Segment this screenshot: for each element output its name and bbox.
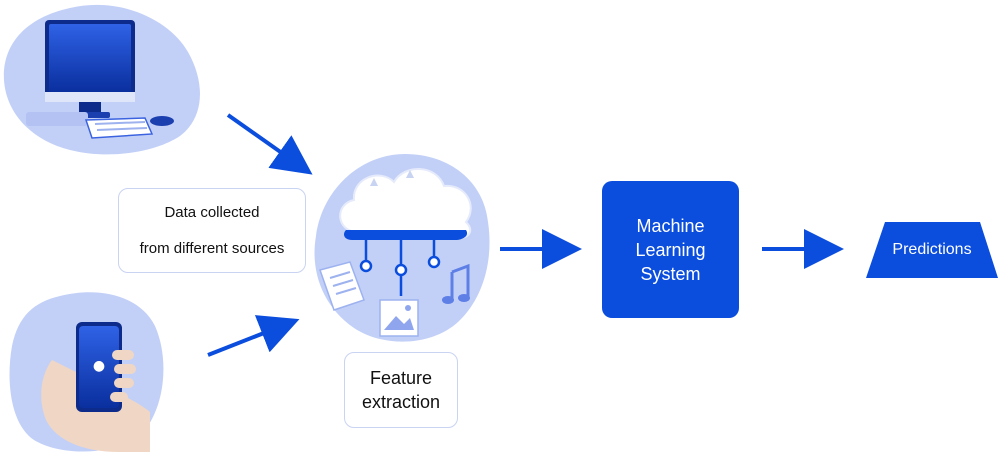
- ml-line-1: Machine: [636, 215, 705, 236]
- ml-line-2: Learning: [635, 239, 706, 260]
- ml-system-box: Machine Learning System: [602, 181, 739, 318]
- sources-line-2: from different sources: [139, 239, 285, 257]
- sources-line-1: Data collected: [164, 203, 260, 221]
- desktop-computer-icon: [26, 20, 174, 139]
- predictions-label: Predictions: [892, 241, 972, 258]
- desktop-source: [3, 4, 200, 155]
- arrow-phone-to-cloud: [207, 315, 300, 357]
- ml-line-3: System: [640, 263, 701, 284]
- music-note-icon: [442, 263, 470, 304]
- predictions-shape: [866, 222, 998, 278]
- cloud-icon: [339, 168, 472, 240]
- feature-extraction-label-box: Feature extraction: [344, 352, 458, 428]
- data-sources-label-box: Data collected from different sources: [118, 188, 306, 273]
- phone-source: ●: [9, 292, 164, 452]
- svg-text:●: ●: [93, 358, 105, 374]
- smartphone-in-hand-icon: ●: [41, 322, 151, 452]
- document-icon: [319, 261, 365, 311]
- image-icon: [379, 299, 419, 337]
- cloud-connectors: [359, 240, 441, 296]
- cloud-group: [314, 154, 490, 342]
- arrows: [207, 113, 844, 357]
- feature-line-2: extraction: [361, 392, 441, 412]
- feature-line-1: Feature: [369, 368, 433, 388]
- arrow-desktop-to-cloud: [226, 113, 313, 175]
